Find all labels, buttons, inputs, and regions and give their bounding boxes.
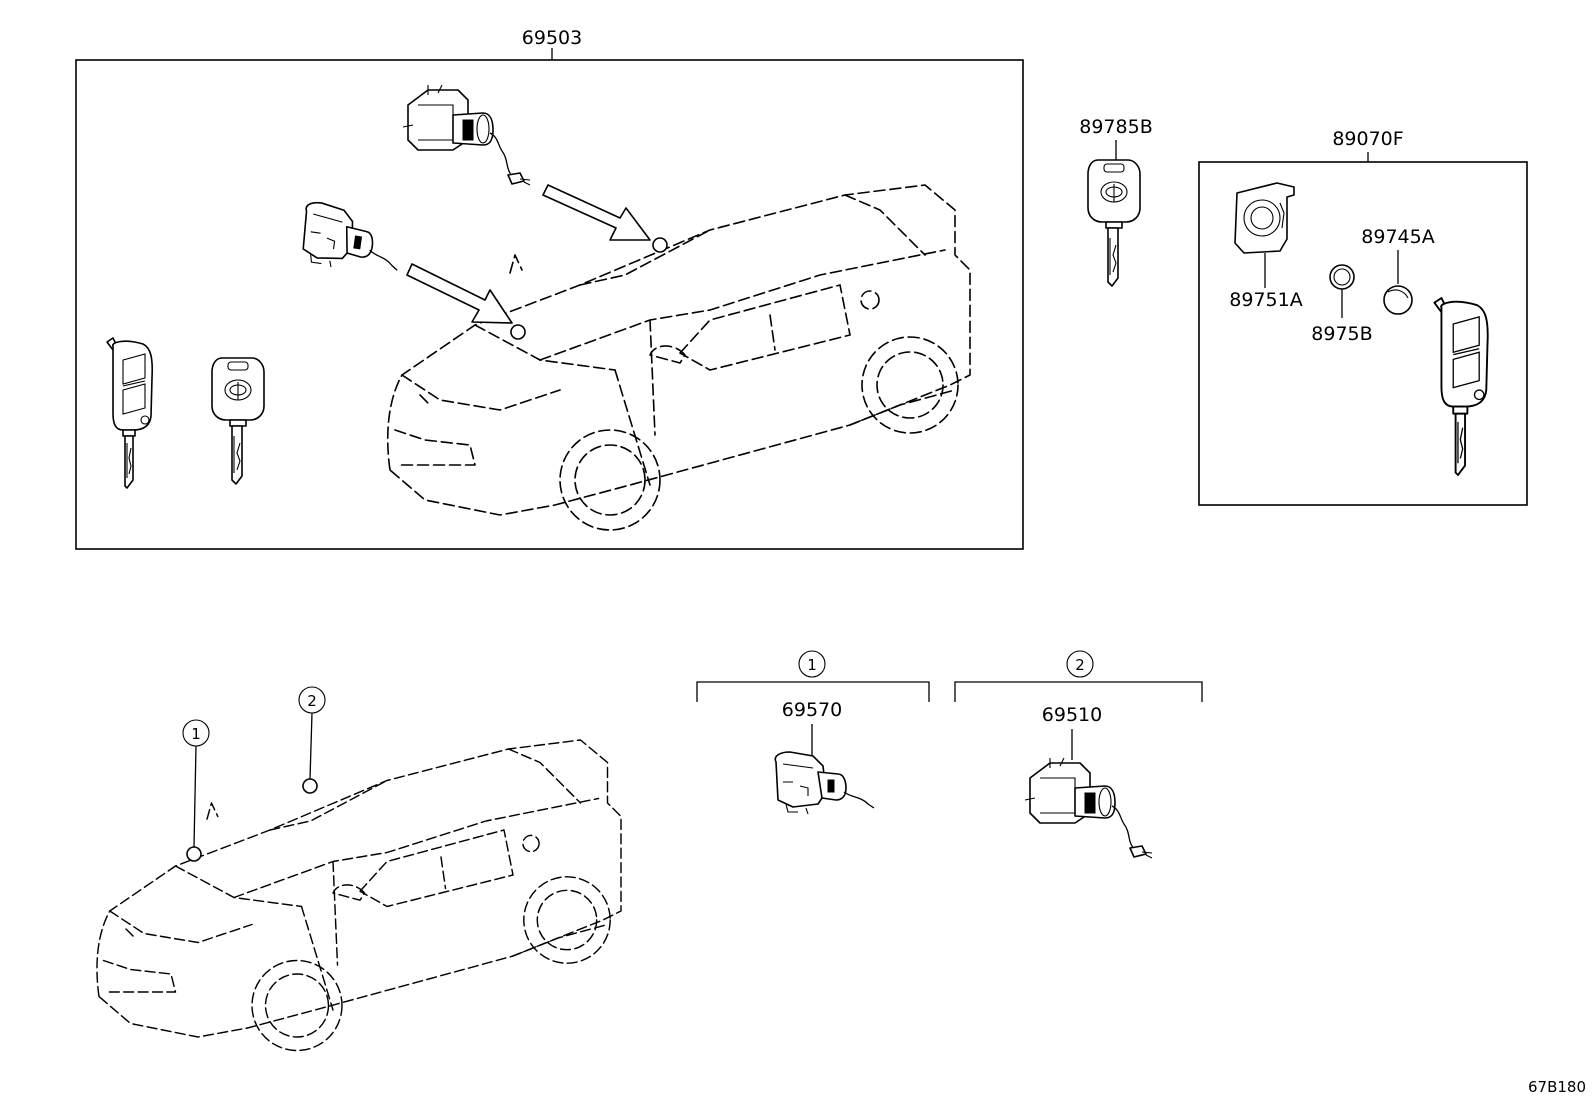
label-89070F: 89070F [1332,128,1403,150]
group-2-ref: 2 [1075,656,1085,674]
group-2-circle [1066,650,1094,678]
kit-frame [75,59,1024,550]
key-icon [211,357,265,485]
vehicle-illustration-top [386,184,971,531]
remote-kit-frame [1198,161,1528,506]
label-89785B: 89785B [1079,116,1152,138]
figure-code: 67B180 [1528,1078,1586,1096]
label-69503: 69503 [522,27,582,49]
callout-2: 2 [307,692,317,710]
label-89751A: 89751A [1229,289,1302,311]
key-blank-icon [1087,159,1141,287]
door-lock-cylinder [774,751,875,815]
arrow-icon [542,184,651,241]
arrow-icon [406,263,513,324]
label-8975B: 8975B [1311,323,1372,345]
remote-case-icon [1234,182,1295,254]
callout-1: 1 [191,725,201,743]
group-1-circle [798,650,826,678]
label-69510: 69510 [1042,704,1102,726]
lock-cylinder-with-wire [402,84,531,186]
remote-flip-key-icon [1433,297,1489,476]
group-1-ref: 1 [807,656,817,674]
hatch-lock-cylinder [1024,757,1153,859]
flip-key-icon [106,337,154,489]
label-89745A: 89745A [1361,226,1434,248]
battery-icon [1383,285,1413,315]
label-69570: 69570 [782,699,842,721]
vehicle-illustration-bottom [96,739,622,1052]
lock-cylinder-short [297,200,406,277]
